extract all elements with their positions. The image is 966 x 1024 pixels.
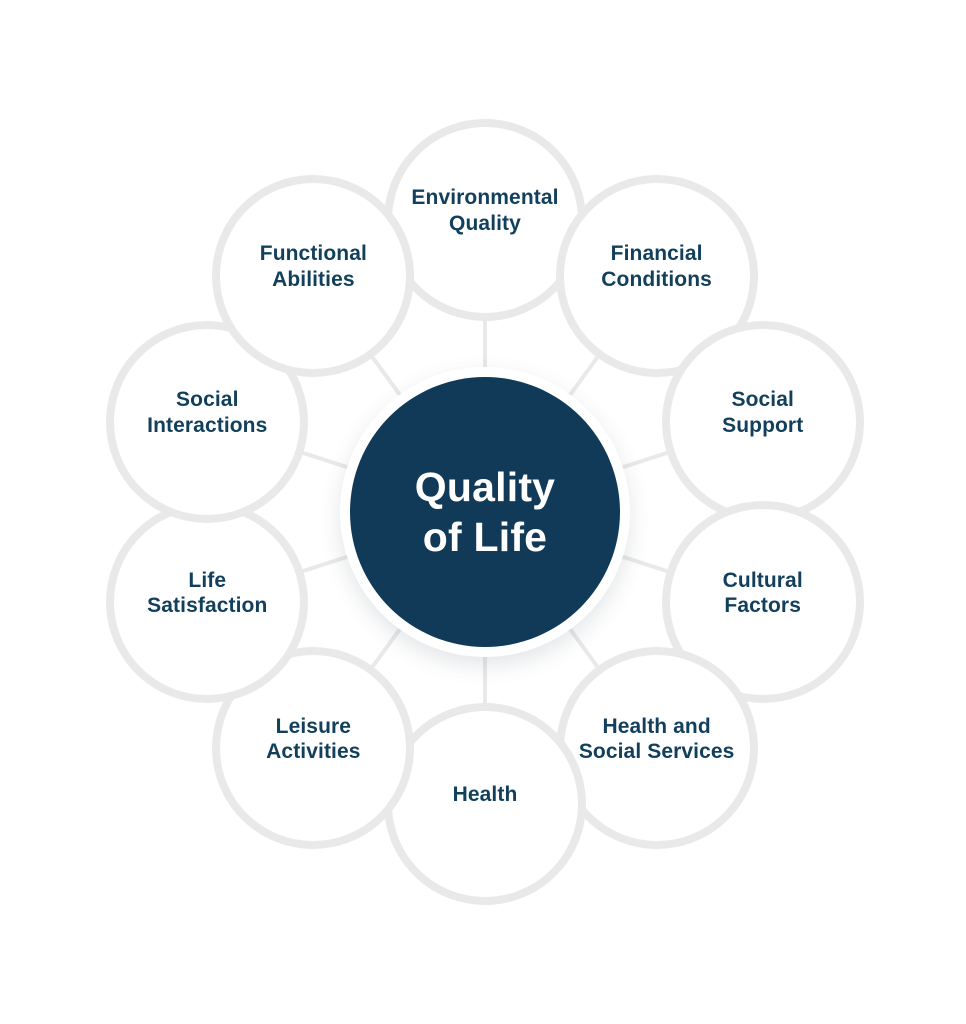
connector-line — [370, 627, 402, 669]
connector-line — [568, 355, 600, 397]
satellite-node-financial-conditions[interactable]: Financial Conditions — [555, 174, 758, 377]
satellite-node-label: Health and Social Services — [578, 714, 735, 764]
center-node-quality-of-life[interactable]: Quality of Life — [350, 377, 620, 647]
satellite-node-label: Cultural Factors — [722, 568, 803, 618]
center-node-label: Quality of Life — [414, 463, 556, 560]
satellite-node-health-and-social-services[interactable]: Health and Social Services — [555, 647, 758, 850]
connector-line — [370, 355, 402, 397]
satellite-node-label: Health — [452, 783, 518, 807]
satellite-node-label: Life Satisfaction — [147, 568, 268, 618]
satellite-node-label: Leisure Activities — [266, 714, 361, 764]
satellite-node-health[interactable]: Health — [384, 703, 586, 905]
connector-line — [568, 627, 600, 669]
satellite-node-label: Financial Conditions — [601, 242, 712, 291]
satellite-node-social-support[interactable]: Social Support — [661, 320, 864, 523]
connector-line — [301, 450, 350, 470]
connector-line — [301, 554, 350, 574]
satellite-node-environmental-quality[interactable]: Environmental Quality — [384, 119, 586, 321]
connector-line — [620, 554, 669, 574]
connector-line — [620, 450, 669, 470]
satellite-node-label: Social Support — [722, 388, 804, 437]
satellite-node-label: Social Interactions — [147, 388, 268, 437]
satellite-node-label: Environmental Quality — [411, 186, 559, 235]
satellite-node-functional-abilities[interactable]: Functional Abilities — [212, 174, 415, 377]
satellite-node-life-satisfaction[interactable]: Life Satisfaction — [106, 501, 309, 704]
satellite-node-label: Functional Abilities — [259, 242, 367, 291]
